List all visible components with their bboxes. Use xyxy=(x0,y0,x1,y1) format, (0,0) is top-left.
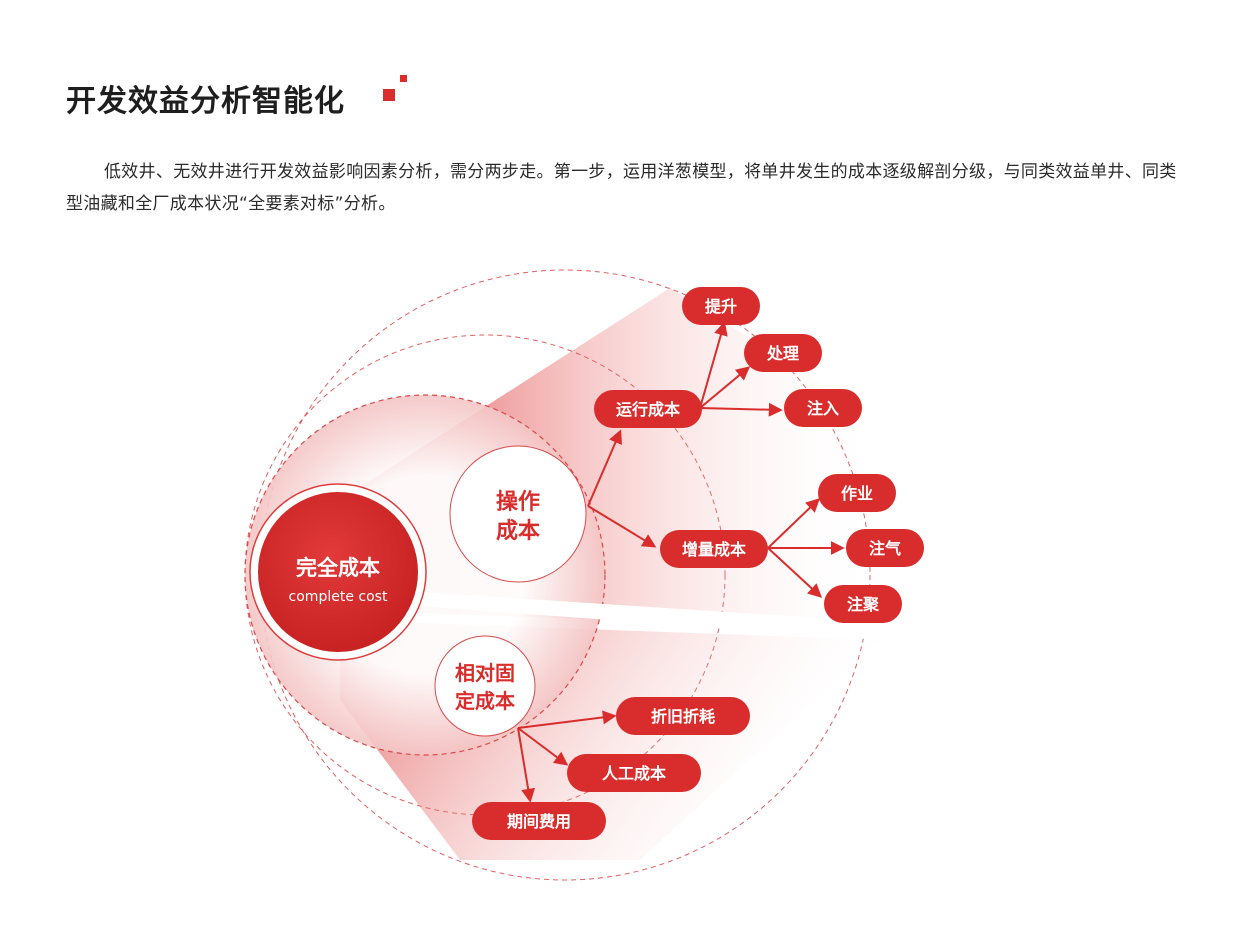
pill-depreciation: 折旧折耗 xyxy=(616,697,750,735)
accent-square-large xyxy=(383,89,395,101)
operating-cost-circle xyxy=(449,445,587,583)
arrow-to-labor xyxy=(517,727,569,766)
title-accent-mark xyxy=(383,75,411,105)
operating-cost-line2: 成本 xyxy=(496,519,540,544)
accent-square-small xyxy=(400,75,407,82)
fixed-cost-line2: 定成本 xyxy=(455,689,515,713)
pill-lift-label: 提升 xyxy=(705,297,737,316)
fixed-cost-circle xyxy=(434,635,536,737)
pill-inject-label: 注入 xyxy=(807,399,839,418)
pill-polymer-injection: 注聚 xyxy=(824,585,902,623)
intro-paragraph: 低效井、无效井进行开发效益影响因素分析，需分两步走。第一步，运用洋葱模型，将单井… xyxy=(66,162,1177,214)
pill-lift: 提升 xyxy=(682,287,760,325)
pill-operation-label: 作业 xyxy=(841,484,873,503)
pill-incremental-cost: 增量成本 xyxy=(660,530,768,568)
arrow-to-inject xyxy=(699,402,783,417)
arrow-to-depreciation xyxy=(517,710,617,729)
pill-labor-cost-label: 人工成本 xyxy=(602,764,666,783)
pill-period-expense-label: 期间费用 xyxy=(507,812,571,831)
core-sublabel: complete cost xyxy=(289,589,388,605)
core-label: 完全成本 xyxy=(296,556,380,580)
pill-operation: 作业 xyxy=(818,474,896,512)
pill-process-label: 处理 xyxy=(766,344,799,363)
arrow-to-lift xyxy=(699,321,728,409)
pill-labor-cost: 人工成本 xyxy=(567,754,701,792)
pill-polymer-injection-label: 注聚 xyxy=(847,595,880,614)
pill-incremental-cost-label: 增量成本 xyxy=(682,540,746,559)
pill-gas-injection-label: 注气 xyxy=(869,539,901,558)
pill-running-cost-label: 运行成本 xyxy=(616,400,680,419)
pill-gas-injection: 注气 xyxy=(846,529,924,567)
arrow-to-operation xyxy=(767,498,821,549)
beam-gap xyxy=(420,592,880,640)
core-circle xyxy=(258,492,418,652)
arrow-to-incremental xyxy=(587,505,657,548)
pill-inject: 注入 xyxy=(784,389,862,427)
arrow-to-running xyxy=(587,429,622,507)
pill-process: 处理 xyxy=(744,334,822,372)
pill-depreciation-label: 折旧折耗 xyxy=(651,707,715,726)
pill-running-cost: 运行成本 xyxy=(594,390,702,428)
pill-period-expense: 期间费用 xyxy=(472,802,606,840)
arrow-to-process xyxy=(699,366,751,409)
operating-cost-line1: 操作 xyxy=(496,490,540,515)
arrow-to-polymer xyxy=(767,547,823,598)
arrow-to-period xyxy=(517,727,536,803)
fixed-cost-line1: 相对固 xyxy=(455,661,515,685)
page-title: 开发效益分析智能化 xyxy=(66,84,345,119)
connector-arrows xyxy=(517,321,845,803)
